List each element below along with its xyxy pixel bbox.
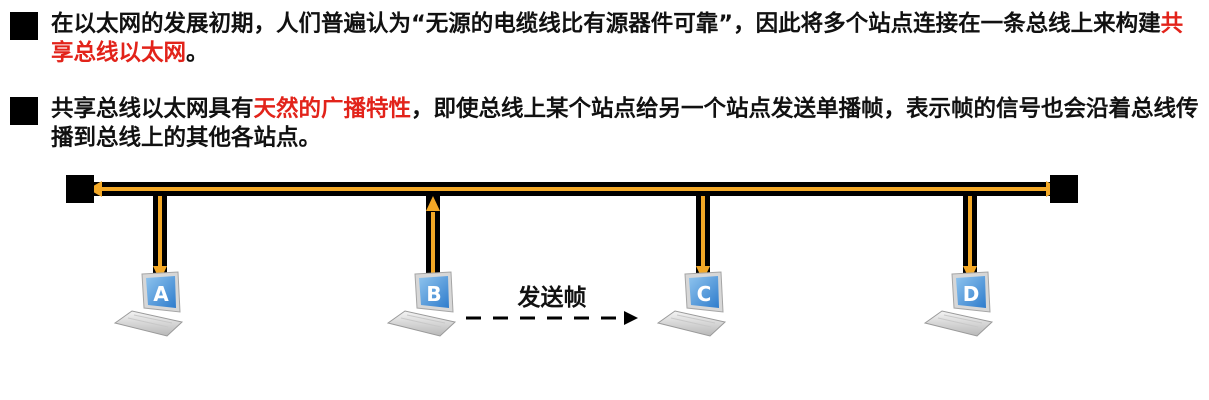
shared-bus: [80, 181, 1068, 197]
station-d: D: [923, 196, 994, 337]
station-label: B: [426, 282, 441, 306]
dashed-arrow-icon: [624, 311, 638, 325]
laptop-icon: A: [113, 271, 184, 337]
signal-arrow-up-icon: [426, 196, 440, 211]
station-b: B: [386, 196, 457, 337]
bullet-square-icon: [10, 97, 38, 125]
station-label: C: [697, 282, 712, 306]
paragraph-2-text: 共享总线以太网具有天然的广播特性，即使总线上某个站点给另一个站点发送单播帧，表示…: [51, 96, 1199, 151]
station-label: A: [153, 282, 169, 306]
laptop-icon: B: [386, 271, 457, 337]
laptop-icon: C: [656, 271, 727, 337]
frame-send-indicator: 发送帧: [466, 284, 638, 325]
bus-ethernet-diagram: A B C D 发送帧: [66, 175, 1078, 337]
bus-arrow-left-icon: [88, 181, 102, 197]
paragraph-1-text: 在以太网的发展初期，人们普遍认为“无源的电缆线比有源器件可靠”，因此将多个站点连…: [51, 11, 1184, 66]
terminator-right-icon: [1050, 175, 1078, 203]
bullet-square-icon: [10, 12, 38, 40]
highlight-broadcast-property: 天然的广播特性: [253, 96, 412, 122]
station-a: A: [113, 196, 184, 337]
terminator-left-icon: [66, 175, 94, 203]
laptop-icon: D: [923, 271, 994, 337]
highlight-shared-bus-ethernet: 共享总线以太网: [51, 11, 1184, 66]
frame-label: 发送帧: [517, 284, 587, 311]
station-label: D: [963, 282, 980, 306]
station-c: C: [656, 196, 727, 337]
